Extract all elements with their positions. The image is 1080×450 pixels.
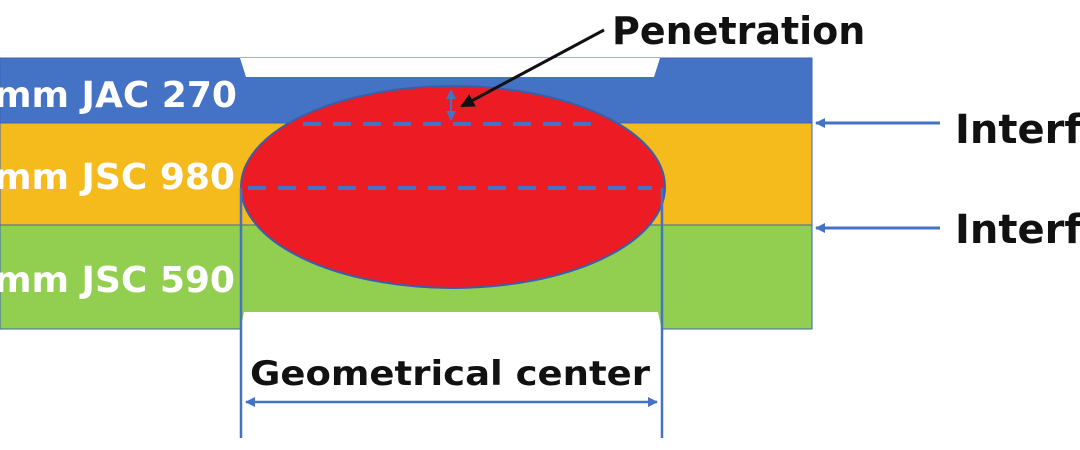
layer-middle-label: mm JSC 980 — [0, 157, 235, 198]
penetration-pointer-arrow — [460, 28, 605, 108]
geometrical-center-label: Geometrical center — [250, 354, 650, 394]
bottom-indentation — [240, 312, 662, 332]
interface-label-upper: Interf — [955, 107, 1080, 153]
weld-nugget — [240, 85, 666, 289]
layer-bottom-label: mm JSC 590 — [0, 260, 235, 301]
penetration-label: Penetration — [612, 9, 865, 53]
layer-top-label: mm JAC 270 — [0, 75, 237, 116]
interface-label-lower: Interf — [955, 207, 1080, 253]
top-indentation — [240, 58, 660, 77]
